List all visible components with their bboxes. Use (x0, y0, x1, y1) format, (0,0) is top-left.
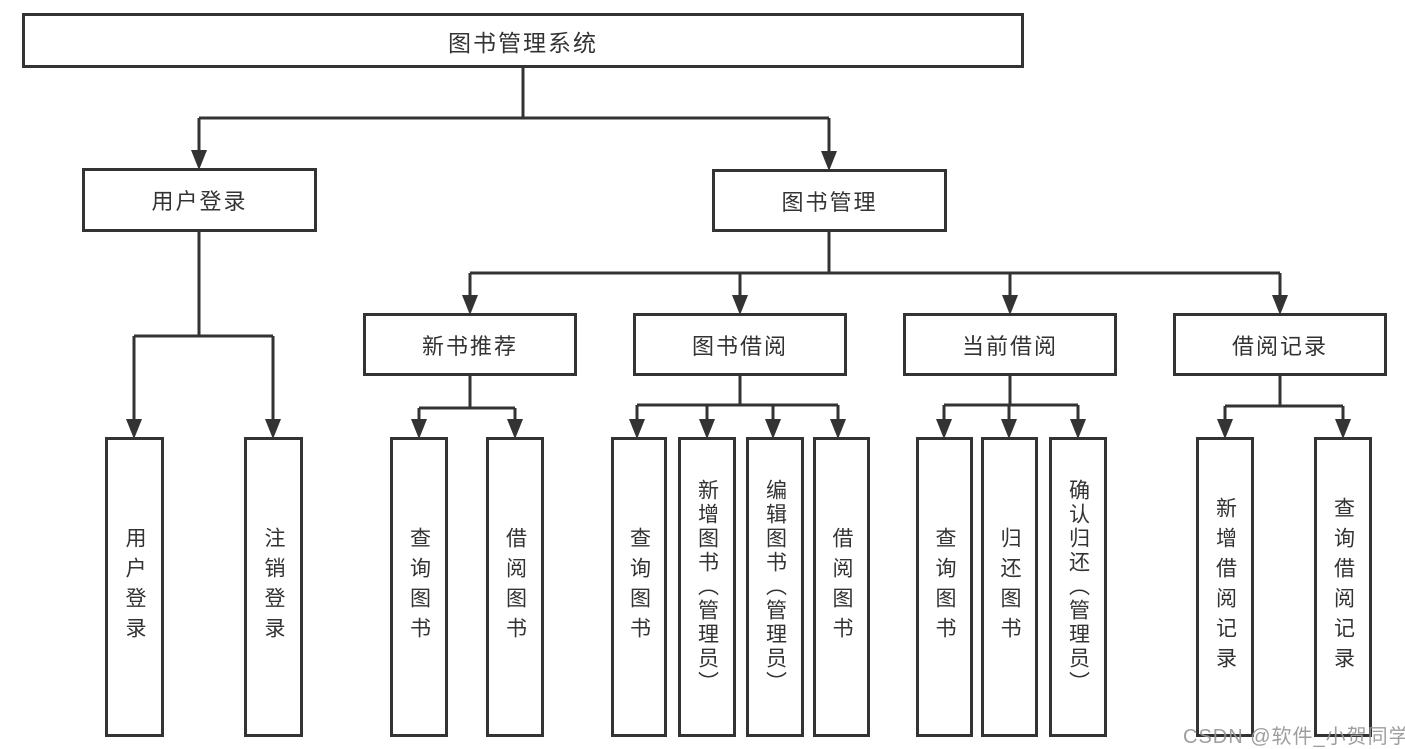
leaf-label: 查询图书 (627, 527, 651, 647)
leaf-user-login: 用户登录 (105, 437, 164, 737)
leaf-query-books-3: 查询图书 (916, 437, 973, 737)
group-label: 图书借阅 (691, 333, 788, 359)
leaf-return-books: 归还图书 (981, 437, 1038, 737)
leaf-label: 注销登录 (262, 527, 285, 647)
leaf-query-books-1: 查询图书 (390, 437, 448, 737)
leaf-label: 借阅图书 (830, 527, 853, 647)
leaf-query-books-2: 查询图书 (611, 437, 667, 737)
leaf-label: 查询借阅记录 (1331, 497, 1355, 677)
branch-label: 用户登录 (151, 189, 248, 214)
leaf-label: 新增借阅记录 (1213, 497, 1237, 677)
group-new-book-recommend: 新书推荐 (363, 313, 577, 376)
leaf-label: 确认归还（管理员） (1066, 479, 1090, 695)
leaf-add-books-admin: 新增图书（管理员） (678, 437, 736, 737)
group-borrowing-records: 借阅记录 (1173, 313, 1387, 376)
group-label: 新书推荐 (421, 333, 518, 359)
leaf-query-borrow-record: 查询借阅记录 (1314, 437, 1372, 737)
root-node-label: 图书管理系统 (448, 29, 598, 56)
csdn-watermark: CSDN @软件_小贺同学 (1183, 726, 1405, 748)
leaf-label: 用户登录 (123, 527, 146, 647)
group-book-borrowing: 图书借阅 (633, 313, 847, 376)
leaf-label: 归还图书 (998, 527, 1021, 647)
leaf-label: 查询图书 (407, 527, 431, 647)
branch-book-management: 图书管理 (712, 169, 947, 232)
root-node-book-management-system: 图书管理系统 (22, 13, 1024, 68)
group-label: 借阅记录 (1231, 333, 1328, 359)
group-current-borrowing: 当前借阅 (903, 313, 1117, 376)
leaf-confirm-return-admin: 确认归还（管理员） (1049, 437, 1107, 737)
leaf-edit-books-admin: 编辑图书（管理员） (746, 437, 804, 737)
branch-label: 图书管理 (781, 189, 878, 215)
leaf-label: 编辑图书（管理员） (763, 479, 787, 695)
leaf-label: 新增图书（管理员） (695, 479, 719, 695)
leaf-label: 借阅图书 (503, 527, 527, 647)
leaf-label: 查询图书 (933, 527, 956, 647)
leaf-logout: 注销登录 (244, 437, 303, 737)
leaf-add-borrow-record: 新增借阅记录 (1196, 437, 1254, 737)
branch-user-login: 用户登录 (82, 168, 317, 232)
leaf-borrow-books-1: 借阅图书 (486, 437, 544, 737)
leaf-borrow-books-2: 借阅图书 (813, 437, 870, 737)
group-label: 当前借阅 (961, 333, 1058, 359)
